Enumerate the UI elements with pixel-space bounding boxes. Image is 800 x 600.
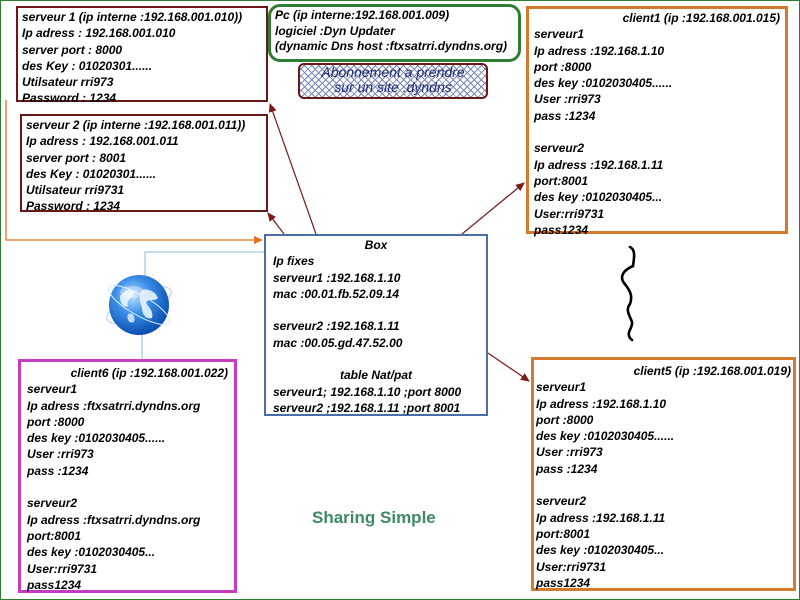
client6-line: des key :0102030405...... — [27, 431, 166, 446]
client1-box: client1 (ip :192.168.001.015) serveur1 I… — [526, 6, 788, 237]
client6-line: Ip adress :ftxsatrri.dyndns.org — [27, 398, 201, 413]
client1-line: serveur2 — [534, 141, 585, 156]
client6-line: User :rri973 — [27, 447, 94, 462]
nat-table-title: table Nat/pat — [339, 368, 412, 383]
server2-line: Password : 1234 — [26, 199, 121, 214]
client5-line: pass :1234 — [536, 461, 598, 476]
subscription-note-line: Abonnement a prendre — [321, 64, 465, 80]
client5-line: serveur1 — [536, 380, 587, 395]
client1-line: Ip adress :192.168.1.11 — [534, 157, 664, 172]
client6-line: des key :0102030405... — [27, 545, 156, 560]
box-line: serveur2 :192.168.1.11 — [273, 319, 400, 334]
box-router: Box Ip fixes serveur1 :192.168.1.10 mac … — [264, 234, 488, 416]
client6-line: port :8000 — [27, 414, 85, 429]
client1-line: User :rri973 — [534, 92, 601, 107]
server2-box: serveur 2 (ip interne :192.168.001.011))… — [20, 114, 268, 214]
box-line: serveur1 :192.168.1.10 — [273, 270, 401, 285]
client5-line: Ip adress :192.168.1.11 — [536, 510, 666, 525]
client6-box: client6 (ip :192.168.001.022) serveur1 I… — [18, 359, 237, 593]
box-line: mac :00.05.gd.47.52.00 — [273, 335, 403, 350]
nat-table-row: serveur2 ;192.168.1.11 ;port 8001 — [273, 400, 461, 415]
client5-title: client5 (ip :192.168.001.019) — [633, 364, 791, 378]
client5-line — [536, 477, 791, 493]
client5-line: pass1234 — [536, 575, 591, 590]
pc-box: Pc (ip interne:192.168.001.009) logiciel… — [268, 4, 521, 62]
client6-line: Ip adress :ftxsatrri.dyndns.org — [27, 512, 201, 527]
client5-line: User:rri9731 — [536, 559, 607, 574]
server1-line: Password : 1234 — [22, 91, 117, 106]
client6-title: client6 (ip :192.168.001.022) — [70, 366, 228, 380]
client6-line: serveur1 — [27, 382, 78, 397]
client5-line: Ip adress :192.168.1.10 — [536, 396, 667, 411]
client6-line — [27, 479, 228, 495]
client1-line: port :8000 — [534, 59, 592, 74]
server2-line: serveur 2 (ip interne :192.168.001.011)) — [26, 118, 246, 132]
client1-line: des key :0102030405... — [534, 190, 663, 205]
client6-line: serveur2 — [27, 496, 78, 511]
subscription-note: Abonnement a prendre sur un site .dyndns — [298, 63, 488, 99]
server2-line: Utilsateur rri9731 — [26, 183, 125, 198]
box-title: Box — [364, 238, 388, 252]
client1-line: pass1234 — [534, 222, 589, 237]
internet-globe-icon — [106, 275, 172, 335]
nat-table-row: serveur1; 192.168.1.10 ;port 8000 — [273, 384, 462, 399]
box-line — [273, 302, 479, 318]
pc-line: Pc (ip interne:192.168.001.009) — [275, 8, 450, 22]
server1-line: Utilsateur rri973 — [22, 75, 114, 90]
client6-line: User:rri9731 — [27, 561, 98, 576]
client1-line: pass :1234 — [534, 108, 596, 123]
client1-line: Ip adress :192.168.1.10 — [534, 43, 665, 58]
client5-line: serveur2 — [536, 494, 587, 509]
client5-line: User :rri973 — [536, 445, 603, 460]
client6-line: pass :1234 — [27, 463, 89, 478]
server1-line: server port : 8000 — [22, 42, 123, 57]
client6-line: port:8001 — [27, 528, 82, 543]
pc-line: logiciel :Dyn Updater — [275, 23, 396, 38]
client5-line: des key :0102030405... — [536, 543, 665, 558]
server2-line: Ip adress : 192.168.001.011 — [26, 134, 179, 149]
client1-line: des key :0102030405...... — [534, 76, 673, 91]
client1-line: port:8001 — [534, 173, 589, 188]
client5-line: port :8000 — [536, 412, 594, 427]
client5-line: des key :0102030405...... — [536, 429, 675, 444]
client1-line — [534, 124, 780, 140]
box-line — [273, 351, 479, 367]
box-line: Ip fixes — [273, 254, 315, 269]
diagram-title: Sharing Simple — [312, 508, 436, 527]
subscription-note-line: sur un site .dyndns — [334, 79, 452, 95]
client5-line: port:8001 — [536, 526, 591, 541]
server2-line: server port : 8001 — [26, 150, 127, 165]
pc-line: (dynamic Dns host :ftxsatrri.dyndns.org) — [275, 39, 508, 53]
client5-box: client5 (ip :192.168.001.019) serveur1 I… — [531, 357, 796, 591]
client1-line: serveur1 — [534, 27, 585, 42]
server2-line: des Key : 01020301...... — [26, 166, 157, 181]
server1-line: des Key : 01020301...... — [22, 58, 153, 73]
server1-box: serveur 1 (ip interne :192.168.001.010))… — [16, 6, 268, 105]
server1-line: Ip adress : 192.168.001.010 — [22, 26, 176, 41]
client1-line: User:rri9731 — [534, 206, 605, 221]
server1-line: serveur 1 (ip interne :192.168.001.010)) — [22, 10, 243, 24]
client1-title: client1 (ip :192.168.001.015) — [622, 11, 780, 25]
client6-line: pass1234 — [27, 577, 82, 592]
box-line: mac :00.01.fb.52.09.14 — [273, 286, 400, 301]
